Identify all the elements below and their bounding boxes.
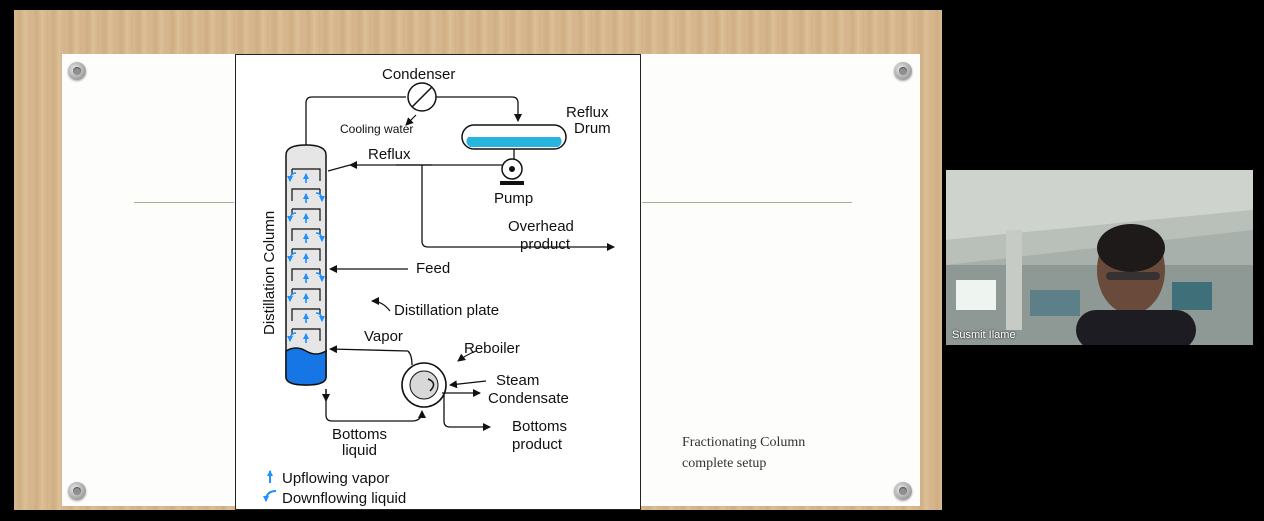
label-bottoms-product-2: product — [512, 436, 563, 453]
label-distillation-plate: Distillation plate — [394, 302, 499, 319]
label-bottoms-liquid-2: liquid — [342, 442, 377, 459]
divider-right — [642, 202, 852, 203]
participant-video-tile[interactable]: Susmit Ilame — [946, 170, 1253, 345]
distillation-diagram-svg: Condenser Cooling water Reflux Drum Refl… — [261, 66, 615, 507]
label-vapor: Vapor — [364, 328, 403, 345]
screw-top-left-icon — [68, 62, 86, 80]
screw-top-right-icon — [894, 62, 912, 80]
label-condenser: Condenser — [382, 66, 455, 83]
participant-video-feed — [946, 170, 1253, 345]
screw-bottom-right-icon — [894, 482, 912, 500]
label-feed: Feed — [416, 260, 450, 277]
downflow-arrow — [315, 272, 325, 282]
label-bottoms-liquid-1: Bottoms — [332, 426, 387, 443]
label-steam: Steam — [496, 372, 539, 389]
downflow-arrow — [315, 312, 325, 322]
divider-left — [134, 202, 234, 203]
label-reflux-drum-2: Drum — [574, 120, 611, 137]
downflow-arrow — [287, 252, 297, 262]
label-condensate: Condensate — [488, 390, 569, 407]
label-cooling-water: Cooling water — [340, 122, 413, 136]
reboiler-icon — [401, 362, 447, 408]
vapor-line — [305, 96, 406, 145]
downflow-arrow — [287, 292, 297, 302]
downflow-arrow — [287, 172, 297, 182]
label-reboiler: Reboiler — [464, 340, 520, 357]
legend-downflowing-liquid: Downflowing liquid — [282, 490, 406, 507]
label-column: Distillation Column — [261, 211, 278, 335]
presentation-slide: Condenser Cooling water Reflux Drum Refl… — [62, 54, 920, 510]
downflow-arrow-icon — [263, 490, 277, 502]
distillation-column — [285, 144, 327, 386]
pump-icon — [500, 158, 524, 185]
legend-upflowing-vapor: Upflowing vapor — [282, 470, 390, 487]
label-overhead-2: product — [520, 236, 571, 253]
downflow-arrow — [287, 212, 297, 222]
screw-bottom-left-icon — [68, 482, 86, 500]
downflow-arrow — [315, 232, 325, 242]
legend: Upflowing vapor Downflowing liquid — [263, 470, 406, 507]
participant-name: Susmit Ilame — [952, 329, 1016, 341]
distillation-diagram: Condenser Cooling water Reflux Drum Refl… — [235, 54, 641, 510]
label-reflux: Reflux — [368, 146, 411, 163]
reflux-drum-icon — [461, 124, 567, 150]
downflow-arrow — [287, 332, 297, 342]
label-overhead-1: Overhead — [508, 218, 574, 235]
slide-caption: Fractionating Column complete setup — [682, 432, 882, 474]
label-reflux-drum-1: Reflux — [566, 104, 609, 121]
downflow-arrow — [315, 192, 325, 202]
wood-frame-background: Condenser Cooling water Reflux Drum Refl… — [14, 10, 942, 510]
caption-line-2: complete setup — [682, 456, 767, 471]
label-bottoms-product-1: Bottoms — [512, 418, 567, 435]
caption-line-1: Fractionating Column — [682, 435, 806, 450]
label-pump: Pump — [494, 190, 533, 207]
